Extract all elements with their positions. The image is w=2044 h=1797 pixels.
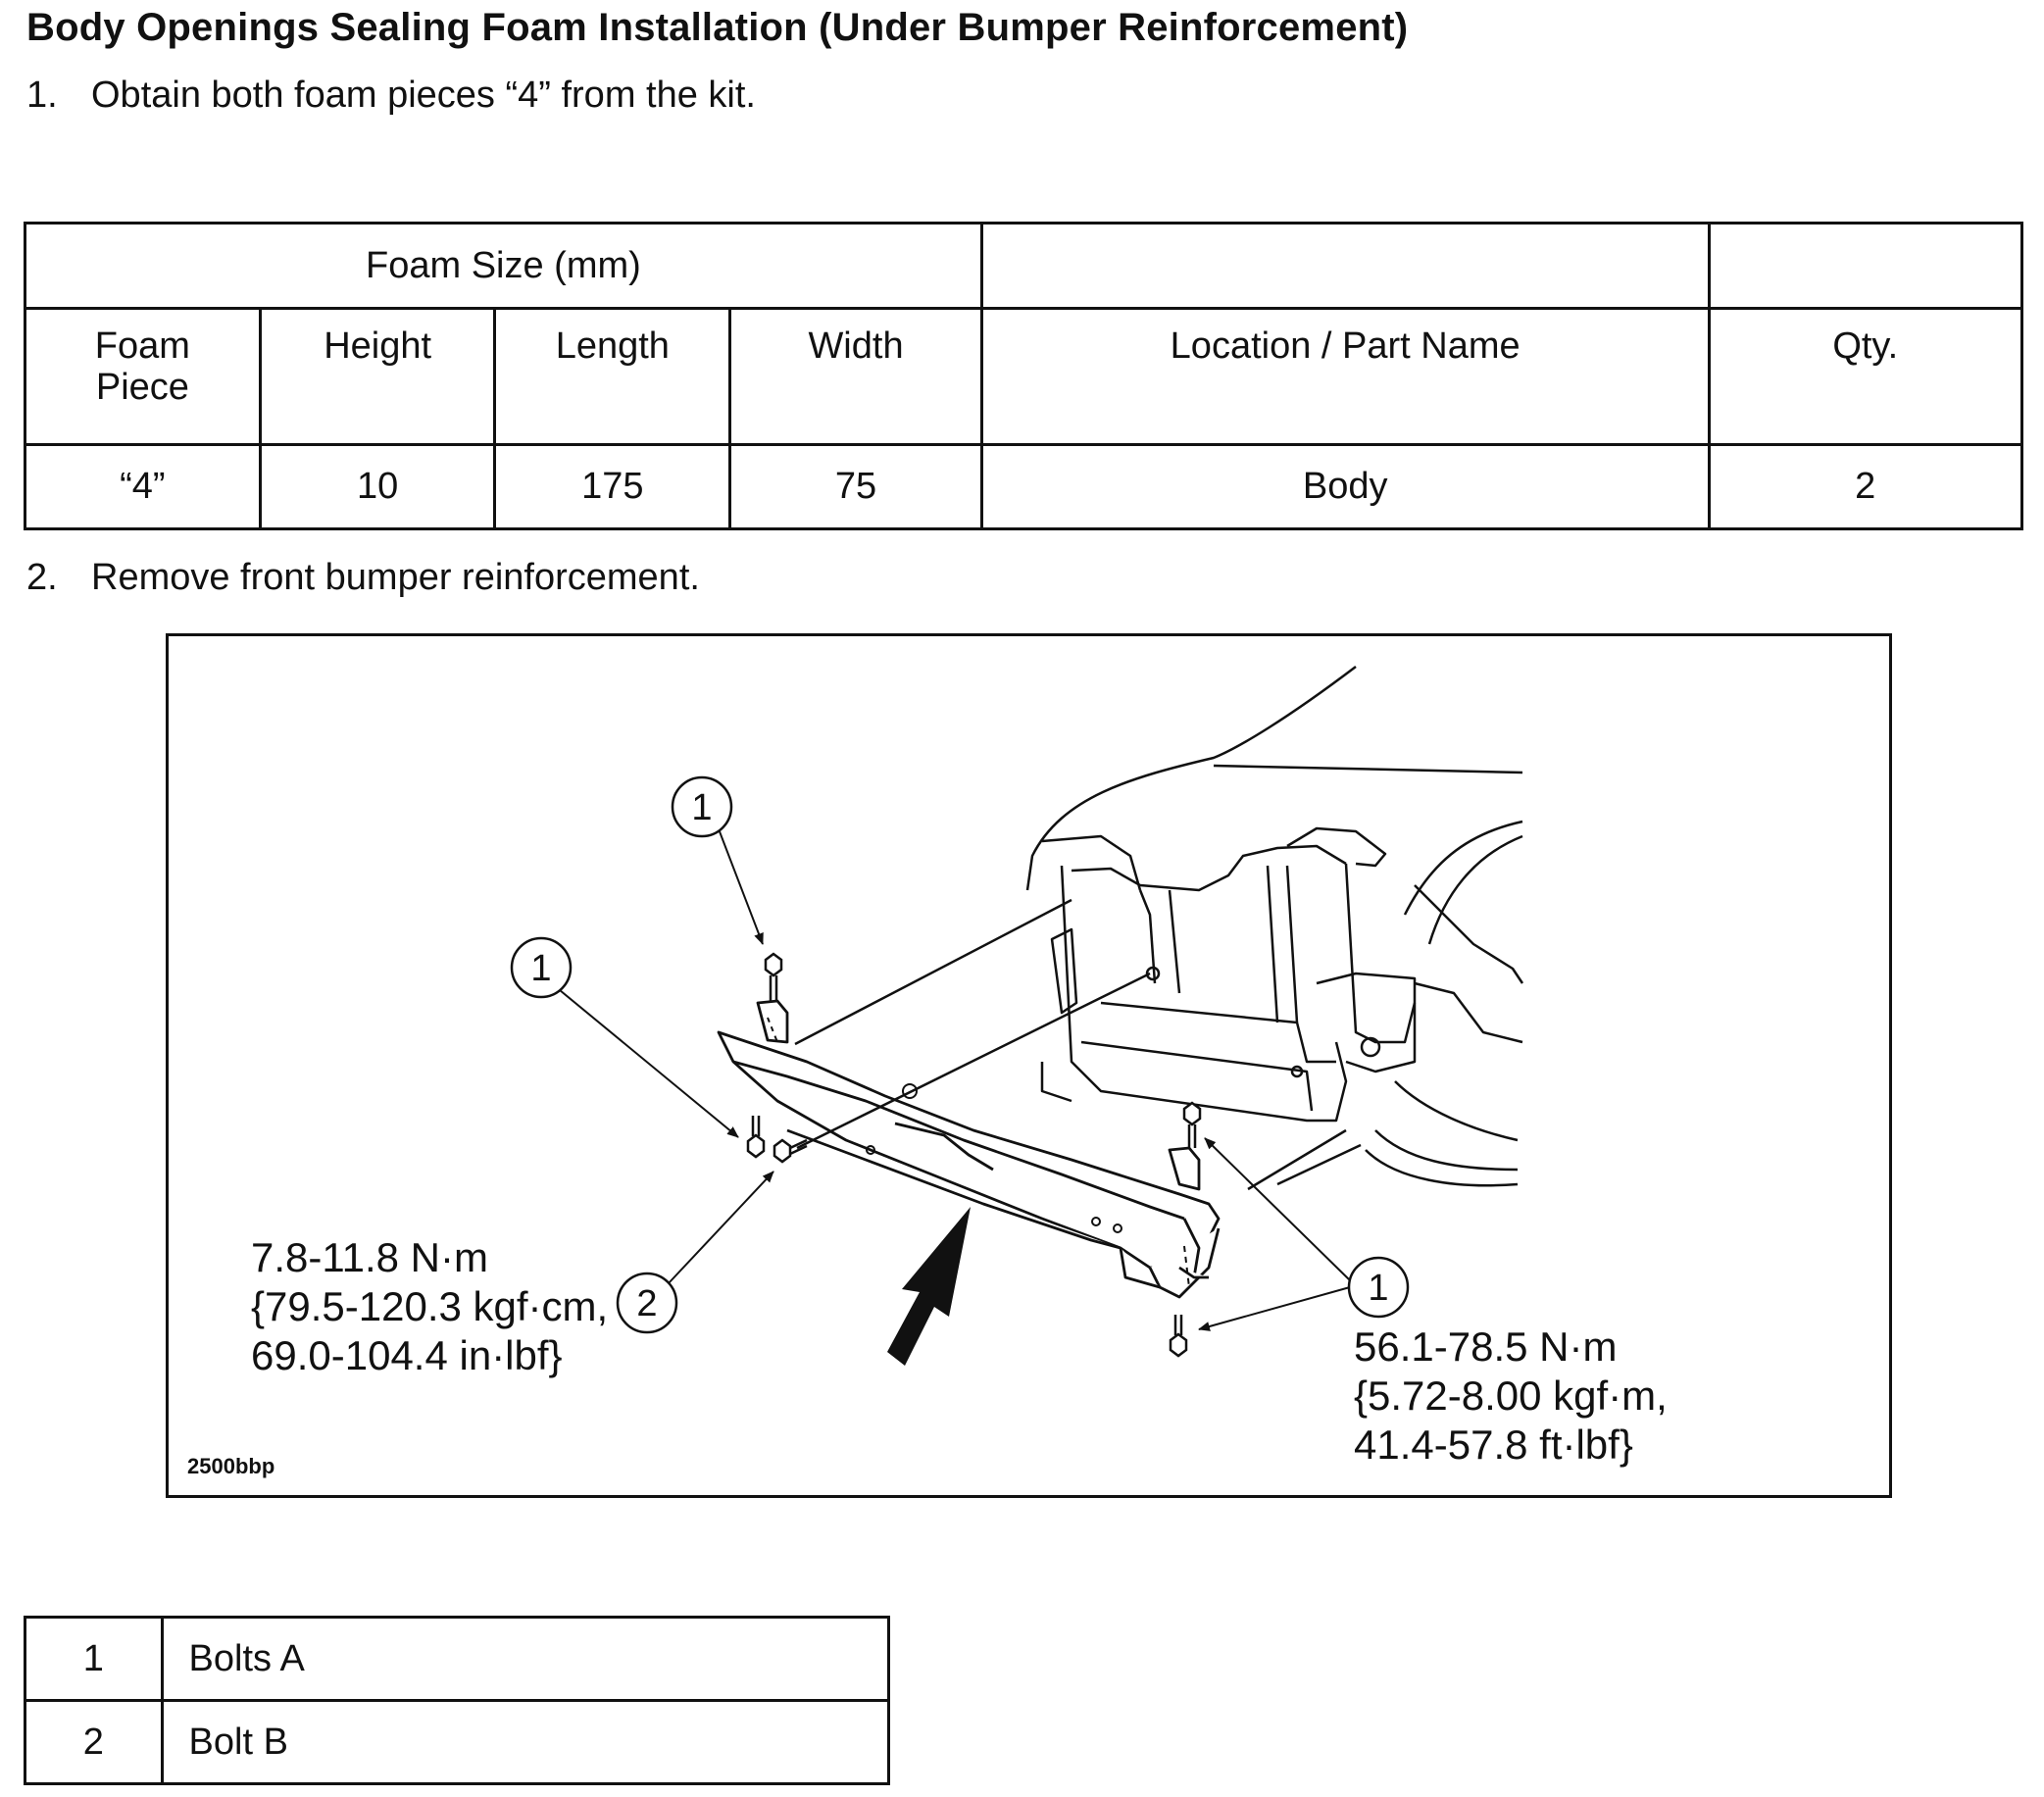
- table-row: 1 Bolts A: [24, 1616, 891, 1702]
- foam-size-group-header: Foam Size (mm): [24, 222, 983, 310]
- torque-a-line-3: 41.4-57.8 ft·lbf}: [1354, 1422, 1633, 1468]
- empty-header-cell: [1707, 222, 2023, 310]
- callout-arrows: [559, 825, 1351, 1331]
- cell-length: 175: [493, 443, 732, 530]
- callout-1-label: 1: [1368, 1268, 1388, 1309]
- torque-b-line-2: {79.5-120.3 kgf·cm,: [251, 1283, 608, 1329]
- col-header-length: Length: [493, 307, 732, 446]
- leader-lines: [794, 898, 1362, 1191]
- legend-label: Bolts A: [160, 1616, 891, 1702]
- callout-circles: [510, 775, 1410, 1334]
- figure-code: 2500bbp: [187, 1454, 274, 1478]
- callout-1-label: 1: [691, 787, 712, 828]
- torque-b-line-1: 7.8-11.8 N·m: [251, 1234, 488, 1280]
- cell-height: 10: [258, 443, 497, 530]
- col-header-foam-piece: Foam Piece: [24, 307, 262, 446]
- step-2: 2. Remove front bumper reinforcement.: [26, 557, 700, 599]
- cell-location: Body: [979, 443, 1711, 530]
- page-title: Body Openings Sealing Foam Installation …: [26, 6, 1409, 49]
- callout-1-label: 1: [530, 948, 551, 989]
- step-2-number: 2.: [26, 557, 58, 598]
- cell-qty: 2: [1707, 443, 2023, 530]
- callout-2-label: 2: [636, 1283, 657, 1324]
- table-row: “4” 10 175 75 Body 2: [24, 443, 2023, 530]
- col-header-qty: Qty.: [1707, 307, 2023, 446]
- legend-label: Bolt B: [160, 1699, 891, 1785]
- col-header-location: Location / Part Name: [979, 307, 1711, 446]
- torque-a-line-2: {5.72-8.00 kgf·m,: [1354, 1373, 1668, 1419]
- bumper-reinforcement: [717, 999, 1221, 1299]
- torque-a-line-1: 56.1-78.5 N·m: [1354, 1323, 1617, 1370]
- col-header-height: Height: [258, 307, 497, 446]
- torque-b-line-3: 69.0-104.4 in·lbf}: [251, 1332, 563, 1378]
- bumper-reinforcement-figure: 1 1 2 1 7.8-11.8 N·m {79.5-120.3 kgf·cm,…: [166, 633, 1892, 1498]
- legend-number: 1: [24, 1616, 164, 1702]
- cell-foam-piece: “4”: [24, 443, 262, 530]
- legend-table: 1 Bolts A 2 Bolt B: [24, 1616, 891, 1785]
- step-1: 1. Obtain both foam pieces “4” from the k…: [26, 75, 756, 117]
- direction-arrow-icon: [887, 1207, 971, 1366]
- step-2-text: Remove front bumper reinforcement.: [91, 557, 700, 598]
- empty-header-cell: [979, 222, 1711, 310]
- bumper-details: [767, 1017, 1190, 1288]
- bolt-b-icon: [773, 1138, 808, 1164]
- bolt-a-icons: [746, 952, 1202, 1358]
- table-row: 2 Bolt B: [24, 1699, 891, 1785]
- step-1-text: Obtain both foam pieces “4” from the kit…: [91, 75, 756, 116]
- legend-number: 2: [24, 1699, 164, 1785]
- col-header-width: Width: [728, 307, 983, 446]
- step-1-number: 1.: [26, 75, 58, 116]
- foam-size-table: Foam Size (mm) Foam Piece Height Length …: [24, 222, 2023, 530]
- vehicle-front-structure: [1025, 666, 1524, 1187]
- cell-width: 75: [728, 443, 983, 530]
